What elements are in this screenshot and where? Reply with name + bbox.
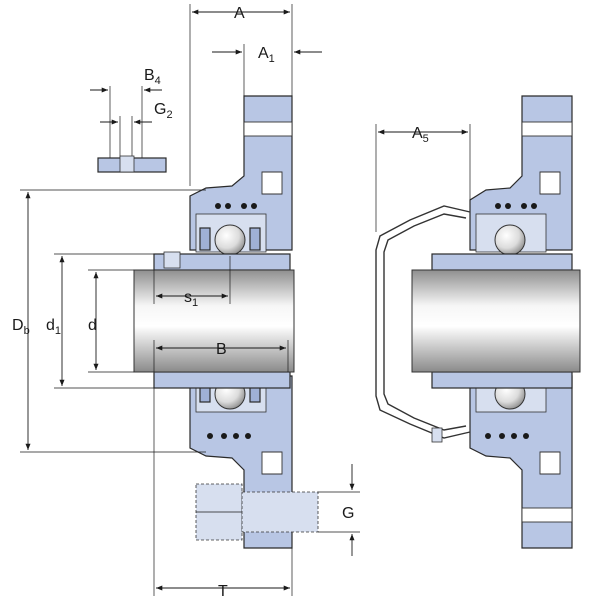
end-cap-inner <box>383 213 467 431</box>
grease-notch-upper <box>261 171 283 195</box>
label-d: d <box>88 317 97 334</box>
cap-plug <box>431 427 443 443</box>
left-sectional-view <box>133 95 319 549</box>
label-Db: Db <box>12 317 30 337</box>
ball-upper-right <box>494 224 526 256</box>
detail-screw <box>119 155 135 173</box>
shaft <box>133 269 295 373</box>
label-A: A <box>234 5 245 22</box>
housing-lower-right <box>469 375 573 549</box>
set-screw <box>163 251 181 269</box>
label-A1: A1 <box>258 45 275 65</box>
shaft-right <box>411 269 581 373</box>
seal-upper-left <box>199 227 211 251</box>
lube-dots-upper <box>215 203 257 209</box>
end-cap <box>375 205 471 439</box>
label-d1: d1 <box>46 317 61 337</box>
locking-collar-lower <box>153 371 291 389</box>
label-B: B <box>216 341 227 358</box>
right-sectional-view-with-cap <box>375 95 581 549</box>
lube-dots-lower <box>207 433 251 439</box>
lube-dots-lower-right <box>485 433 529 439</box>
grease-notch-upper-right <box>539 171 561 195</box>
mounting-bolt <box>195 483 319 541</box>
bolt-slot-lower-right <box>521 507 573 523</box>
grease-notch-lower-right <box>539 451 561 475</box>
dimension-labels: A A1 B4 G2 A5 Db d1 d s1 B G T <box>12 5 429 600</box>
grease-notch-lower <box>261 451 283 475</box>
label-G2: G2 <box>154 101 173 121</box>
bolt-slot-upper-right <box>521 121 573 137</box>
locking-collar-lower-right <box>431 371 573 389</box>
label-A5: A5 <box>412 125 429 145</box>
label-B4: B4 <box>144 67 161 87</box>
ball-upper <box>214 224 246 256</box>
lube-dots-upper-right <box>495 203 537 209</box>
label-G: G <box>342 505 354 522</box>
seal-upper-right <box>249 227 261 251</box>
bolt-slot-upper <box>243 121 293 137</box>
label-s1: s1 <box>184 289 198 309</box>
locking-collar-upper-right <box>431 253 573 271</box>
dimension-lines <box>20 4 471 596</box>
label-T: T <box>218 583 228 600</box>
